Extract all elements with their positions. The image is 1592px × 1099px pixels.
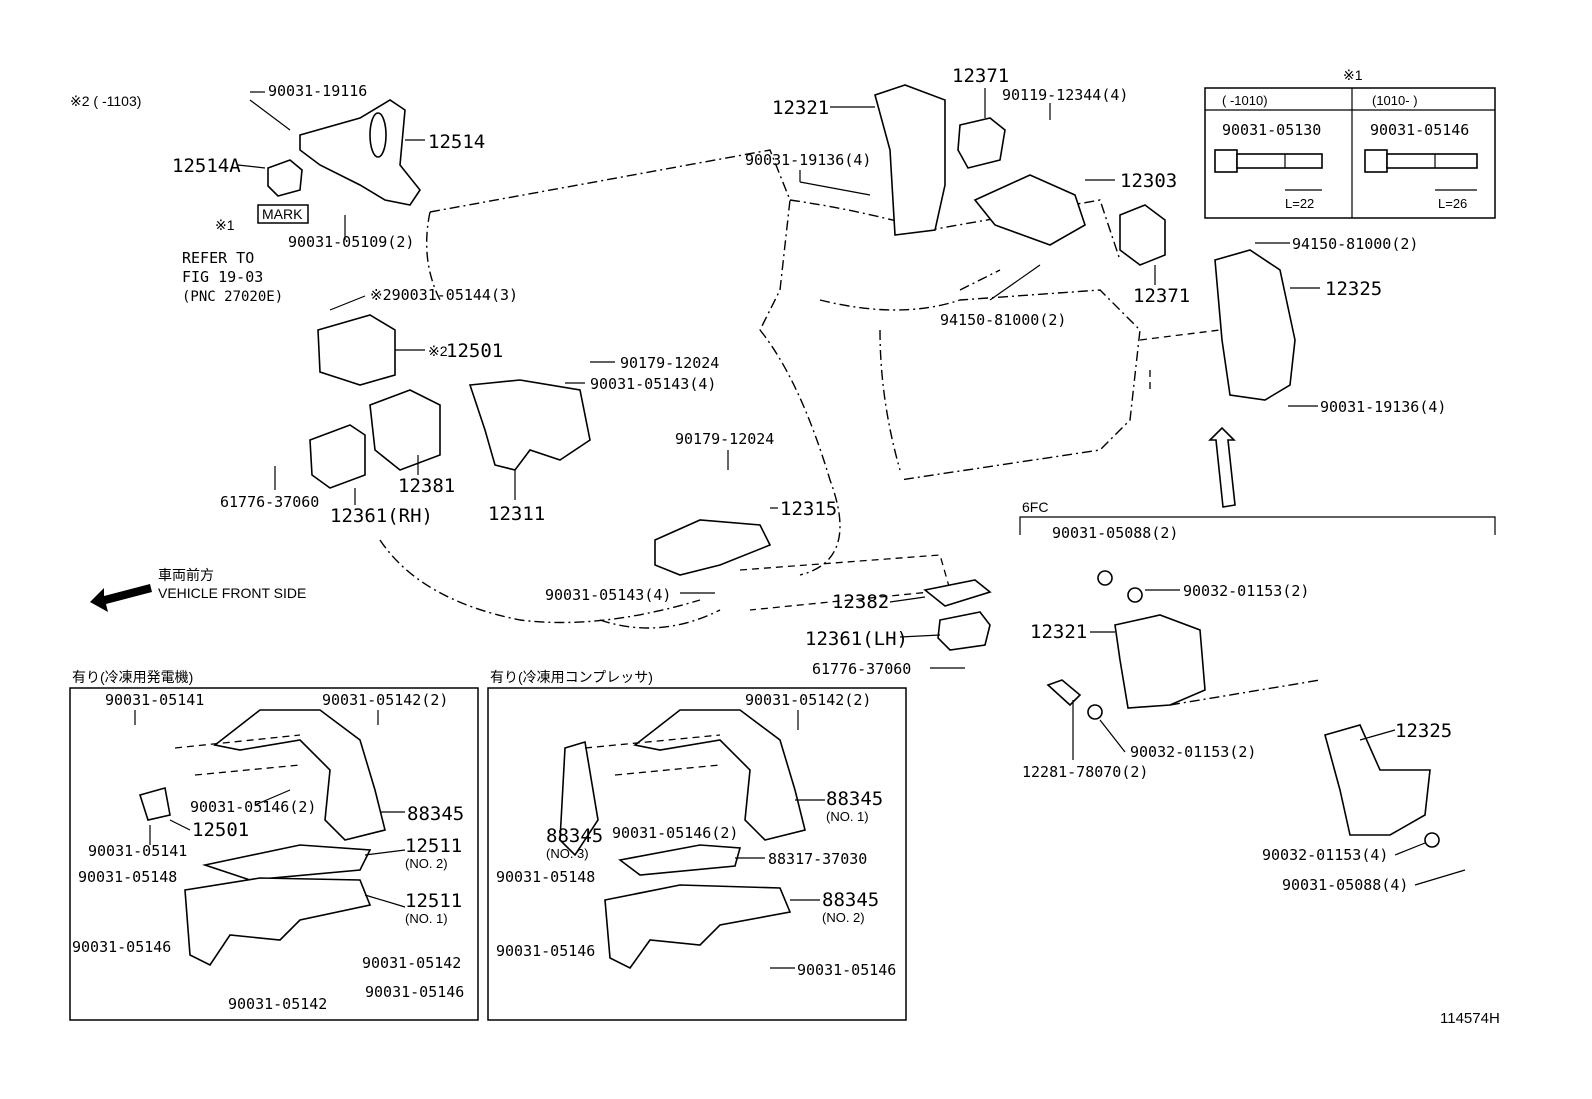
part-label: 88345 — [546, 825, 603, 847]
part-label: 90031-05148 — [78, 868, 177, 886]
part-label: 12303 — [1120, 170, 1177, 192]
part-label: 90031-05141 — [88, 842, 187, 860]
part-label: 90031-05142(2) — [322, 691, 448, 709]
part-label: ※2 — [428, 343, 448, 359]
part-label: 12321 — [772, 97, 829, 119]
front-side-jp: 車両前方 — [158, 567, 214, 583]
part-label: 90031-05148 — [496, 868, 595, 886]
component-shapes — [90, 84, 1296, 651]
part-label: 88317-37030 — [768, 850, 867, 868]
bolt-table-col1-part: 90031-05130 — [1222, 121, 1321, 139]
refer-line2: FIG 19-03 — [182, 268, 263, 286]
diagram-id: 114574H — [1440, 1010, 1500, 1027]
part-label: 12361(RH) — [330, 505, 433, 527]
part-label: 12514A — [172, 155, 241, 177]
bolt-table-title: ※1 — [1343, 67, 1363, 83]
part-label: 90032-01153(2) — [1130, 743, 1256, 761]
part-label: 12501 — [192, 819, 249, 841]
bolt-table-col2-part: 90031-05146 — [1370, 121, 1469, 139]
box-compressor-shapes — [559, 709, 806, 970]
part-label: (NO. 1) — [826, 809, 869, 824]
part-label: 88345 — [407, 803, 464, 825]
part-label: 90031-05146 — [797, 961, 896, 979]
box-generator-shapes — [138, 709, 386, 967]
labels: ※2 ( -1103) 90031-19116 12514 12514A ※1 … — [70, 65, 1500, 1027]
part-label: 12325 — [1325, 278, 1382, 300]
section-6fc-shapes — [1019, 516, 1496, 848]
part-label: 12281-78070(2) — [1022, 763, 1148, 781]
box-compressor-title: 有り(冷凍用コンプレッサ) — [490, 669, 653, 685]
part-label: 61776-37060 — [220, 493, 319, 511]
part-label: 90031-19136(4) — [1320, 398, 1446, 416]
bolt-table — [1204, 87, 1496, 219]
part-label: 12511 — [405, 835, 462, 857]
part-label: 12371 — [952, 65, 1009, 87]
bolt-table-col2-len: L=26 — [1438, 196, 1467, 211]
front-side-en: VEHICLE FRONT SIDE — [158, 585, 306, 601]
box-generator-title: 有り(冷凍用発電機) — [72, 669, 193, 685]
part-label: 90031-05143(4) — [590, 375, 716, 393]
part-label: 12511 — [405, 890, 462, 912]
part-label: 12382 — [832, 591, 889, 613]
part-label: (NO. 2) — [822, 910, 865, 925]
box-generator — [69, 687, 479, 1021]
part-label: 90179-12024 — [620, 354, 719, 372]
part-label: 90031-05142 — [362, 954, 461, 972]
part-label: 61776-37060 — [812, 660, 911, 678]
part-label: 90031-05143(4) — [545, 586, 671, 604]
part-label: 90031-05109(2) — [288, 233, 414, 251]
part-label: 12315 — [780, 498, 837, 520]
part-label: 90179-12024 — [675, 430, 774, 448]
part-label: 12371 — [1133, 285, 1190, 307]
bolt-table-col1-len: L=22 — [1285, 196, 1314, 211]
part-label: ※1 — [215, 217, 235, 233]
part-label: 90031-05088(4) — [1282, 876, 1408, 894]
part-label: (NO. 1) — [405, 911, 448, 926]
part-label: 90031-05142(2) — [745, 691, 871, 709]
part-label: 90031-05088(2) — [1052, 524, 1178, 542]
mark-box — [257, 204, 309, 224]
part-label: 90031-05146 — [496, 942, 595, 960]
part-label: 90031-05146 — [72, 938, 171, 956]
part-label: 90032-01153(4) — [1262, 846, 1388, 864]
part-label: 90031-05141 — [105, 691, 204, 709]
bolt-table-col1-header: ( -1010) — [1222, 93, 1268, 108]
part-label: 88345 — [826, 788, 883, 810]
part-label: 90031-19136(4) — [745, 151, 871, 169]
part-label: 90031-05146(2) — [612, 824, 738, 842]
part-label: 12381 — [398, 475, 455, 497]
part-label: 90031-05142 — [228, 995, 327, 1013]
part-label: 12514 — [428, 131, 485, 153]
part-label: 90031-19116 — [268, 82, 367, 100]
part-label: 90119-12344(4) — [1002, 86, 1128, 104]
part-label: 94150-81000(2) — [940, 311, 1066, 329]
section-6fc-title: 6FC — [1022, 499, 1048, 515]
part-label: 12501 — [446, 340, 503, 362]
part-label: 12325 — [1395, 720, 1452, 742]
part-label: 12321 — [1030, 621, 1087, 643]
part-label: (NO. 3) — [546, 846, 589, 861]
part-label: (NO. 2) — [405, 856, 448, 871]
part-label: 12311 — [488, 503, 545, 525]
part-label: ※290031-05144(3) — [370, 286, 518, 304]
part-label: 94150-81000(2) — [1292, 235, 1418, 253]
part-label: 90032-01153(2) — [1183, 582, 1309, 600]
part-label: 90031-05146(2) — [190, 798, 316, 816]
part-label: 12361(LH) — [805, 628, 908, 650]
box-compressor — [487, 687, 907, 1021]
part-label: 88345 — [822, 889, 879, 911]
refer-line1: REFER TO — [182, 249, 254, 267]
top-left-note: ※2 ( -1103) — [70, 93, 141, 109]
mark-label: MARK — [262, 206, 303, 222]
leader-lines — [134, 88, 1466, 969]
part-label: 90031-05146 — [365, 983, 464, 1001]
refer-line3: (PNC 27020E) — [182, 289, 283, 305]
bolt-table-col2-header: (1010- ) — [1372, 93, 1418, 108]
